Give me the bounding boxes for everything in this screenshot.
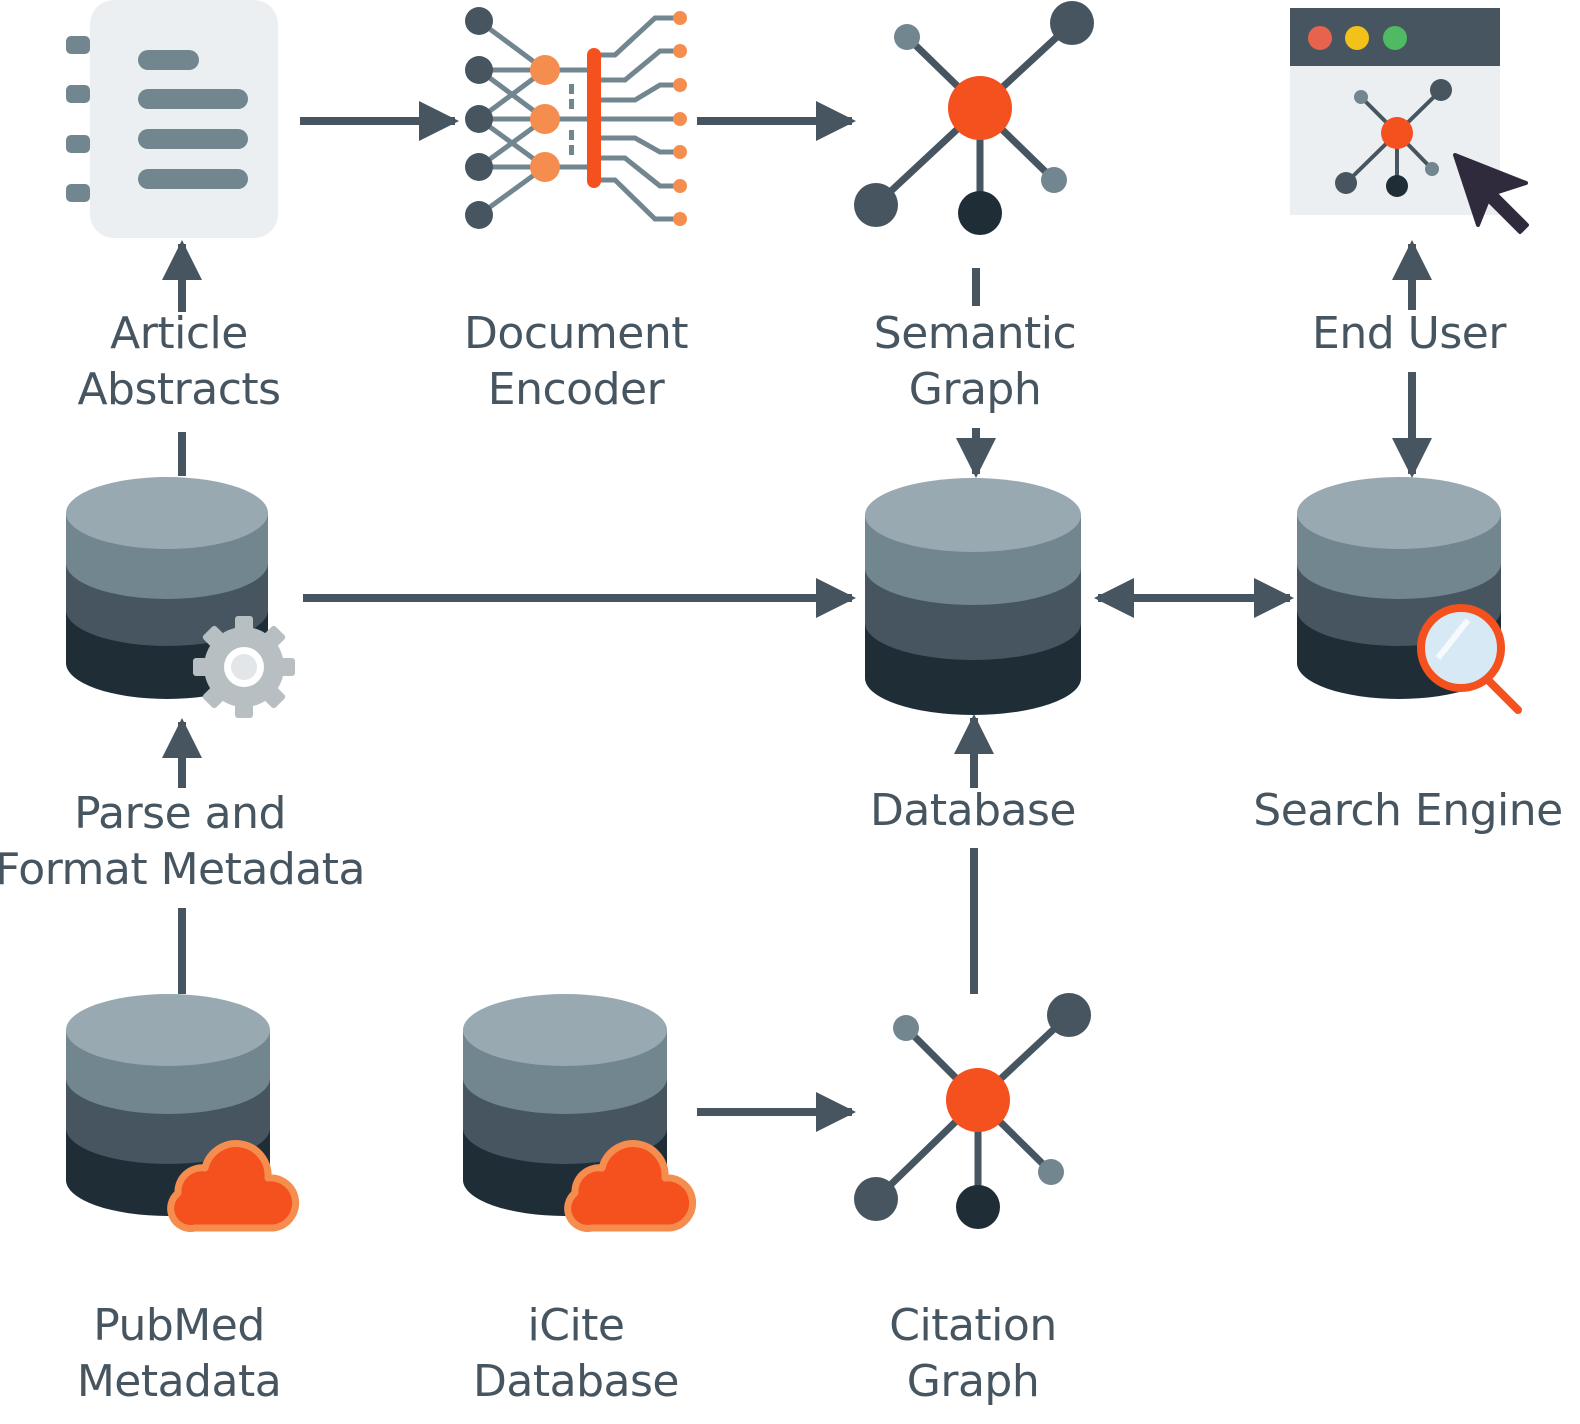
label-document-encoder-2: Encoder bbox=[488, 364, 666, 415]
label-end-user: End User bbox=[1312, 308, 1507, 359]
label-citation-graph-2: Graph bbox=[907, 1356, 1039, 1407]
arrows bbox=[162, 101, 1432, 1132]
database-cloud-icon bbox=[463, 994, 697, 1232]
labels: Article Abstracts Document Encoder Seman… bbox=[0, 308, 1563, 1407]
label-pubmed-1: PubMed bbox=[93, 1300, 265, 1351]
label-icite-1: iCite bbox=[528, 1300, 625, 1351]
database-cloud-icon bbox=[66, 994, 300, 1232]
database-search-icon bbox=[1297, 477, 1522, 714]
database-icon bbox=[865, 478, 1081, 715]
label-pubmed-2: Metadata bbox=[77, 1356, 281, 1407]
database-gear-icon bbox=[66, 477, 295, 718]
gear-icon bbox=[193, 616, 295, 718]
cloud-icon bbox=[564, 1140, 697, 1232]
cloud-icon bbox=[167, 1140, 300, 1232]
magnifier-icon bbox=[1417, 604, 1522, 714]
label-article-abstracts-2: Abstracts bbox=[77, 364, 280, 415]
label-citation-graph-1: Citation bbox=[889, 1300, 1056, 1351]
label-document-encoder-1: Document bbox=[464, 308, 688, 359]
document-icon bbox=[66, 0, 278, 238]
label-icite-2: Database bbox=[473, 1356, 679, 1407]
label-search-engine: Search Engine bbox=[1253, 785, 1562, 836]
neural-network-icon bbox=[465, 7, 687, 229]
label-semantic-graph-2: Graph bbox=[909, 364, 1041, 415]
cursor-icon bbox=[1453, 153, 1529, 234]
network-graph-icon bbox=[854, 1, 1094, 235]
database-icon bbox=[66, 994, 270, 1216]
label-parse-format-2: Format Metadata bbox=[0, 844, 365, 895]
label-parse-format-1: Parse and bbox=[74, 788, 286, 839]
label-article-abstracts-1: Article bbox=[110, 308, 248, 359]
database-icon bbox=[66, 477, 268, 699]
network-graph-icon bbox=[854, 993, 1091, 1229]
label-semantic-graph-1: Semantic bbox=[874, 308, 1076, 359]
label-database: Database bbox=[870, 785, 1076, 836]
